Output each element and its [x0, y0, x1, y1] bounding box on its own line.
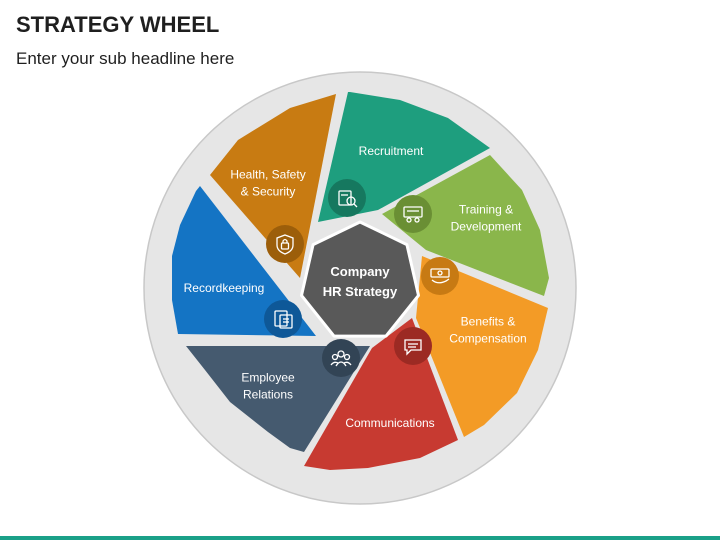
- segment-benefits-compensation: [416, 256, 548, 437]
- footer-bar: [0, 536, 720, 540]
- segment-employee-relations: [186, 346, 370, 452]
- recruitment-icon: [328, 179, 366, 217]
- segment-training-development: [382, 155, 549, 296]
- shield-lock-icon: [266, 225, 304, 263]
- center-heptagon: [300, 220, 420, 338]
- segment-label-communications: Communications: [345, 416, 434, 430]
- segment-recordkeeping: [172, 186, 316, 336]
- segment-health-safety-security: [210, 94, 336, 278]
- segment-label-recruitment: Recruitment: [359, 144, 424, 158]
- benefits-icon: [421, 257, 459, 295]
- chat-icon: [394, 327, 432, 365]
- segment-label-health-safety-security: Health, Safety& Security: [230, 168, 305, 199]
- training-icon: [394, 195, 432, 233]
- page-subtitle: Enter your sub headline here: [16, 49, 235, 68]
- segment-label-recordkeeping: Recordkeeping: [184, 281, 265, 295]
- page-title: STRATEGY WHEEL: [16, 12, 220, 37]
- documents-icon: [264, 300, 302, 338]
- segment-label-training-development: Training &Development: [451, 203, 522, 234]
- team-icon: [322, 339, 360, 377]
- segment-label-benefits-compensation: Benefits &Compensation: [449, 315, 526, 346]
